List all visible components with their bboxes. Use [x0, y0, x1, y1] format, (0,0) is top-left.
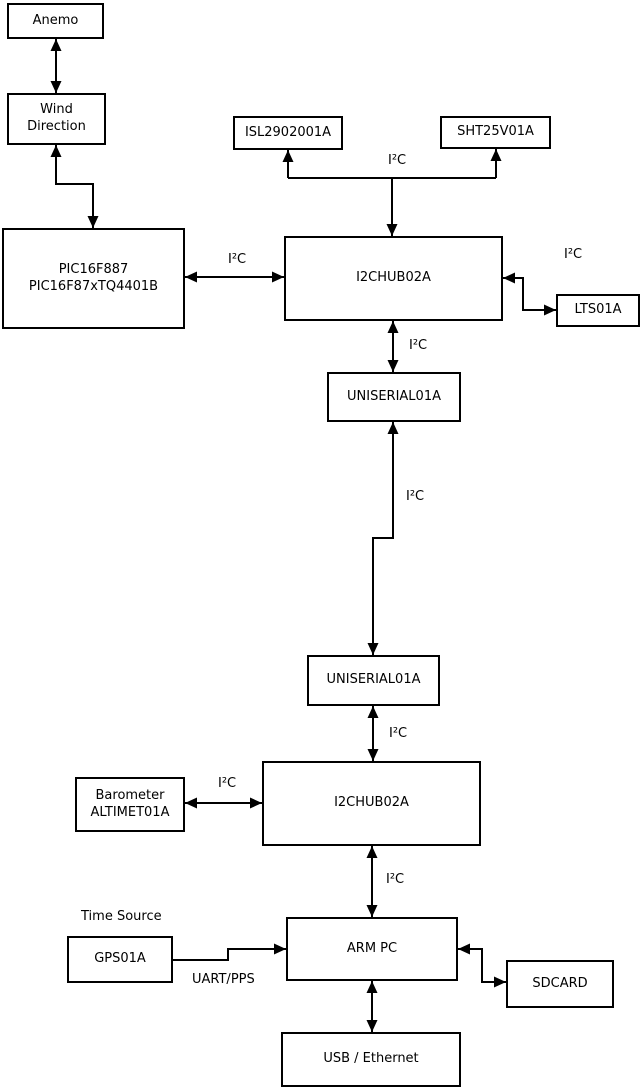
arrowhead-down-usb: [366, 1020, 378, 1032]
arrowhead-right-lts: [544, 304, 556, 316]
node-uniserial01a-bottom-label: UNISERIAL01A: [326, 672, 421, 688]
node-anemo-label: Anemo: [32, 12, 79, 28]
arrowhead-up-uniserial-bottom-bottomedge: [367, 706, 379, 718]
i2c-label-sensor-bus: I²C: [388, 153, 407, 168]
node-usb-ethernet: USB / Ethernet: [281, 1032, 461, 1087]
i2c-label-hub-uniserial: I²C: [409, 338, 428, 353]
uart-pps-label: UART/PPS: [192, 972, 255, 987]
node-arm-pc: ARM PC: [286, 917, 458, 981]
node-uniserial01a-top: UNISERIAL01A: [327, 372, 461, 422]
node-i2chub02a-top-label: I2CHUB02A: [356, 270, 431, 286]
node-isl2902001a-label: ISL2902001A: [244, 124, 332, 140]
node-arm-pc-label: ARM PC: [346, 940, 398, 956]
arrowhead-up-sht: [490, 149, 502, 161]
node-lts01a: LTS01A: [556, 294, 640, 327]
i2c-label-uniserial-hub2: I²C: [389, 726, 408, 741]
node-sdcard-label: SDCARD: [532, 975, 588, 991]
node-uniserial01a-bottom: UNISERIAL01A: [307, 655, 440, 706]
node-i2chub02a-bottom: I2CHUB02A: [262, 761, 481, 846]
arrowhead-up-isl: [282, 150, 294, 162]
node-sdcard: SDCARD: [506, 960, 614, 1008]
node-gps01a-label: GPS01A: [94, 951, 146, 967]
node-gps01a: GPS01A: [67, 936, 173, 983]
arrowhead-up-i2chub-top-bottomedge: [387, 321, 399, 333]
i2c-label-pic-hub: I²C: [228, 252, 247, 267]
node-wind-direction-label: Wind Direction: [27, 102, 86, 134]
node-sht25v01a: SHT25V01A: [440, 116, 551, 149]
node-barometer-altimet01a-label: Barometer ALTIMET01A: [90, 787, 170, 820]
arrowhead-down-armpc: [366, 905, 378, 917]
arrowhead-down-i2chub-bottom: [367, 749, 379, 761]
arrowhead-right-i2chub-bottom: [250, 797, 262, 809]
arrowhead-right-i2chub-top: [272, 271, 284, 283]
node-sht25v01a-label: SHT25V01A: [457, 124, 534, 140]
node-pic16f887: PIC16F887 PIC16F87xTQ4401B: [2, 228, 185, 329]
i2c-label-uniserial-link: I²C: [406, 489, 425, 504]
edge-armpc-sdcard: [458, 948, 506, 983]
arrowhead-up-i2chub-bottom-bottomedge: [366, 846, 378, 858]
i2c-label-barometer-hub2: I²C: [218, 776, 237, 791]
node-i2chub02a-top: I2CHUB02A: [284, 236, 503, 321]
edge-i2chub-top-lts: [503, 277, 556, 311]
i2c-label-hub2-armpc: I²C: [386, 872, 405, 887]
arrowhead-down-i2chub-top: [386, 224, 398, 236]
node-anemo: Anemo: [7, 3, 104, 39]
arrowhead-left-pic: [185, 271, 197, 283]
node-barometer-altimet01a: Barometer ALTIMET01A: [75, 777, 185, 832]
time-source-label: Time Source: [81, 909, 162, 924]
node-isl2902001a: ISL2902001A: [233, 116, 343, 150]
arrowhead-up-armpc-bottomedge: [366, 981, 378, 993]
edge-winddirection-pic: [55, 145, 94, 228]
node-usb-ethernet-label: USB / Ethernet: [323, 1051, 419, 1067]
arrowhead-up-uniserial-top-bottomedge: [387, 422, 399, 434]
node-pic16f887-label: PIC16F887 PIC16F87xTQ4401B: [28, 261, 159, 294]
node-uniserial01a-top-label: UNISERIAL01A: [347, 388, 441, 404]
edge-gps-armpc: [173, 948, 286, 961]
node-lts01a-label: LTS01A: [574, 302, 622, 318]
arrowhead-down-pic: [87, 216, 99, 228]
arrowhead-up-anemo: [50, 39, 62, 51]
i2c-label-lts: I²C: [564, 247, 583, 262]
arrowhead-left-i2chub-top-lts: [503, 272, 515, 284]
arrowhead-left-barometer: [185, 797, 197, 809]
arrowhead-down-uniserial-bottom: [367, 643, 379, 655]
arrowhead-right-sdcard: [494, 976, 506, 988]
node-wind-direction: Wind Direction: [7, 93, 106, 145]
arrowhead-down-winddirection: [50, 81, 62, 93]
arrowhead-left-armpc-from-sdcard: [458, 943, 470, 955]
node-i2chub02a-bottom-label: I2CHUB02A: [334, 795, 409, 811]
arrowhead-right-armpc-from-gps: [274, 943, 286, 955]
arrowhead-down-uniserial-top: [387, 360, 399, 372]
edge-uniserial-top-uniserial-bottom: [372, 422, 394, 655]
arrowhead-up-winddirection: [50, 145, 62, 157]
